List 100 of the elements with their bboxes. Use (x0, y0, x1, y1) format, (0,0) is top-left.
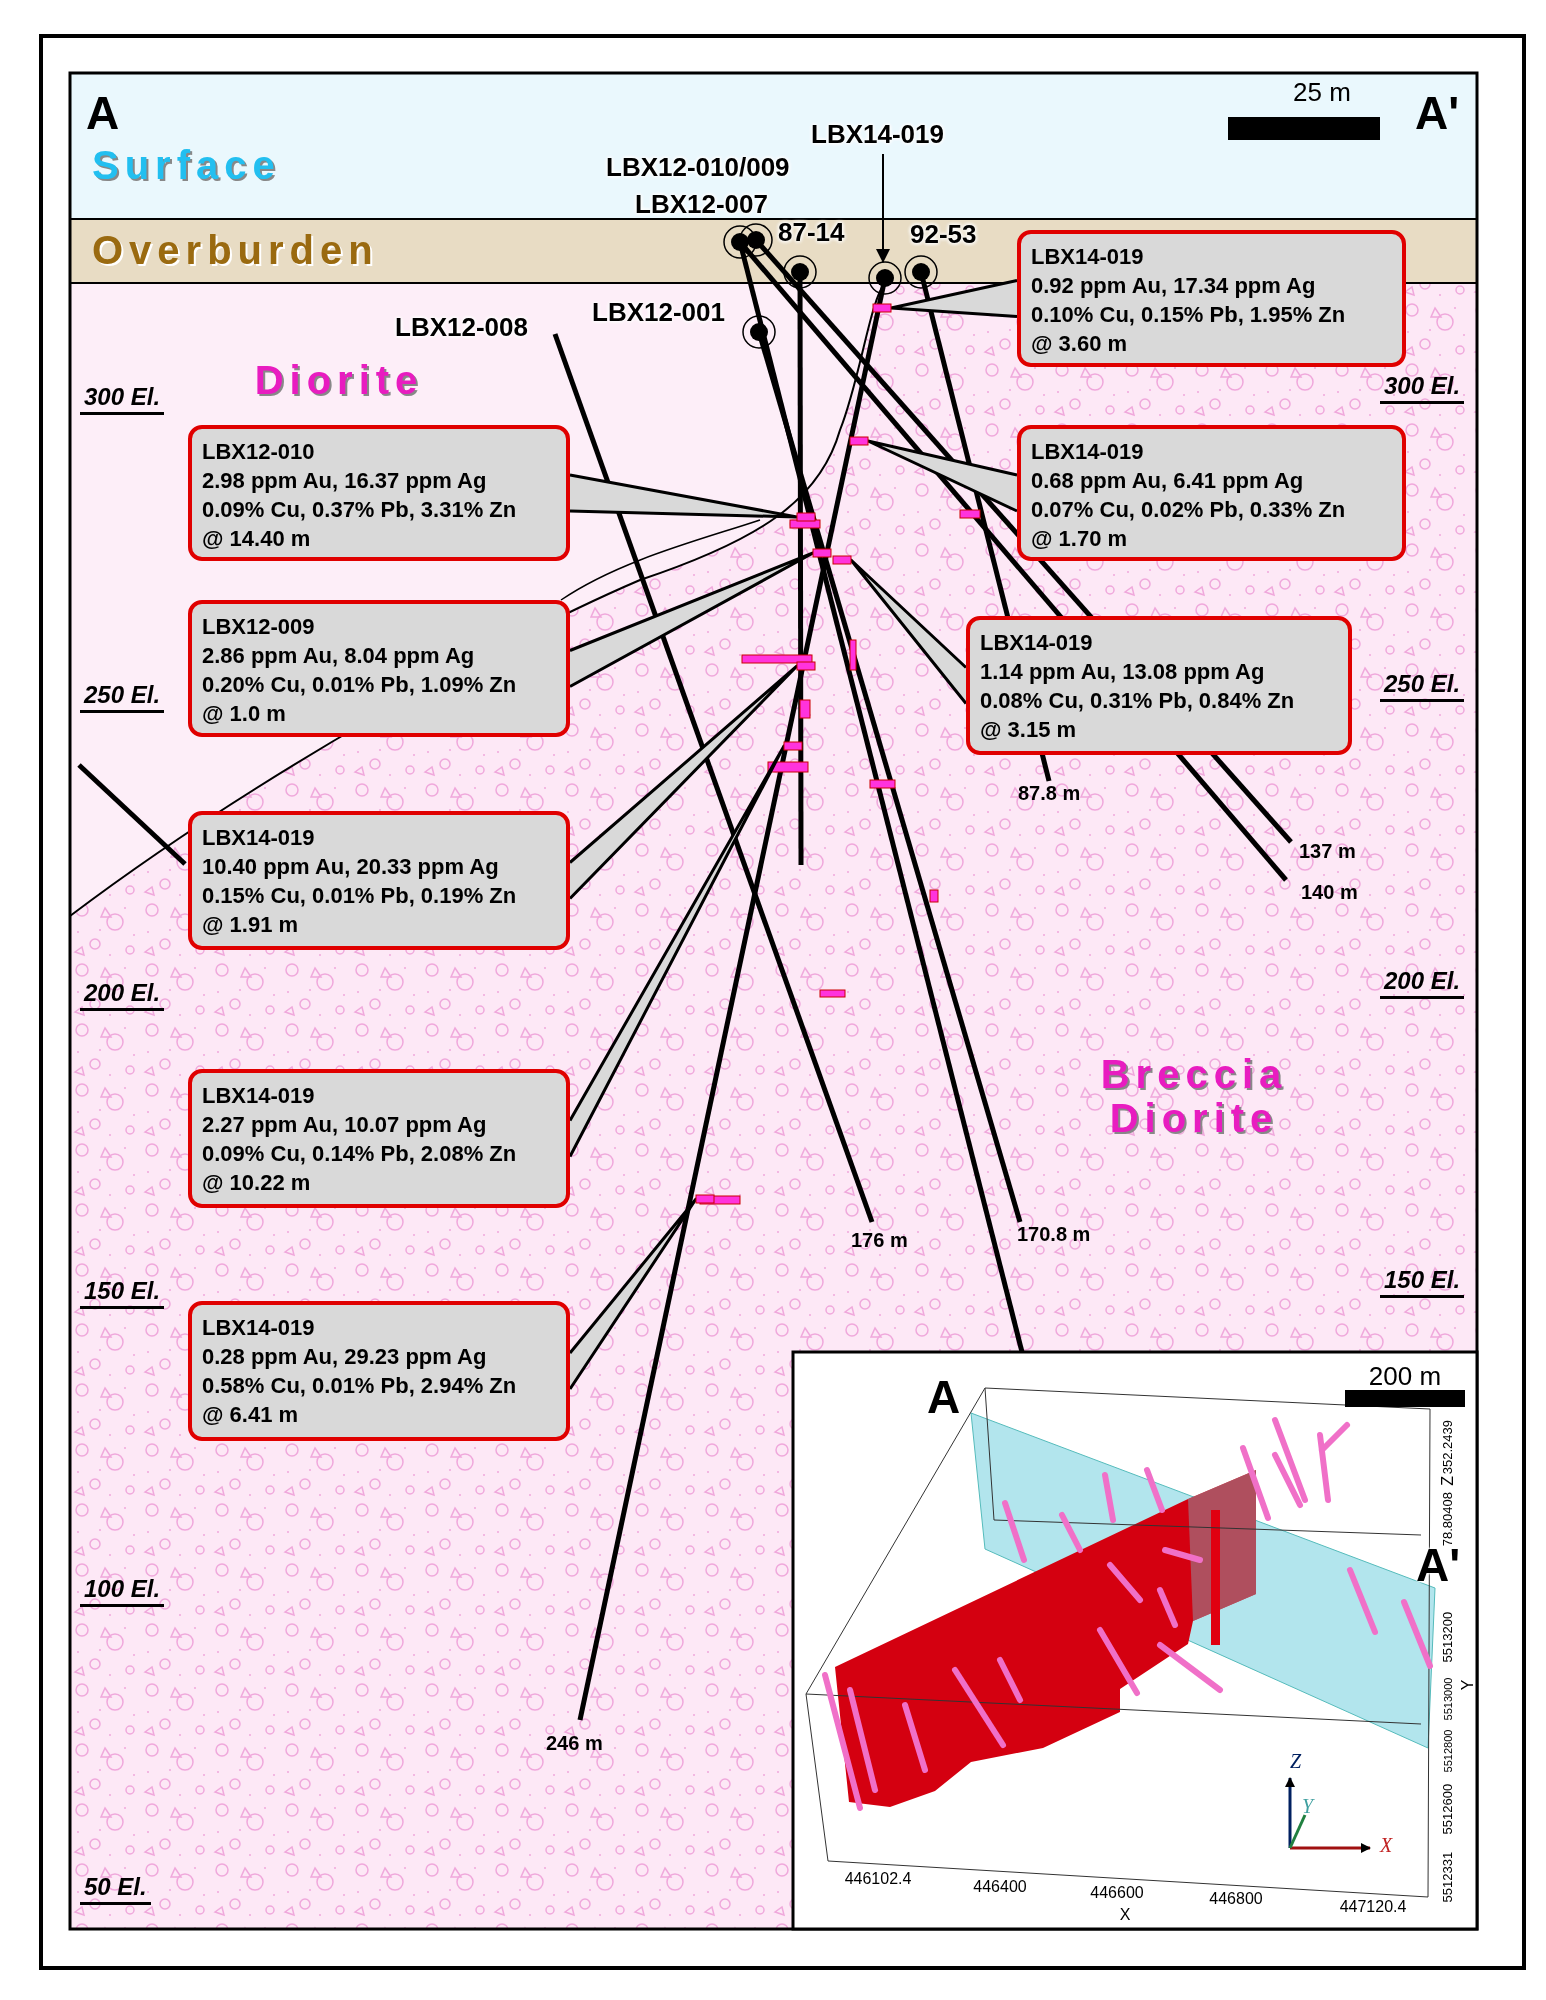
assay-bar (796, 512, 816, 522)
depth-label: 137 m (1299, 840, 1356, 862)
assay-text: 0.09% Cu, 0.37% Pb, 3.31% Zn (202, 496, 518, 524)
hole-id: LBX14-019 (1031, 243, 1145, 271)
scale-label: 25 m (1293, 78, 1351, 107)
elevation-label: 250 El. (1380, 671, 1465, 703)
callout-box (188, 1069, 570, 1208)
assay-text: @ 10.22 m (202, 1169, 312, 1197)
callout-pointer (849, 558, 968, 705)
section-letter: A (927, 1372, 961, 1423)
depth-label: 176 m (851, 1229, 908, 1251)
assay-text: 0.92 ppm Au, 17.34 ppm Ag (1031, 272, 1317, 300)
hole-id: LBX14-019 (202, 1082, 316, 1110)
callout-box (188, 600, 570, 737)
axis-label: Y (1302, 1795, 1314, 1817)
elevation-label: 150 El. (1380, 1267, 1465, 1299)
hole-id: LBX14-019 (202, 1314, 316, 1342)
assay-text: @ 1.91 m (202, 911, 300, 939)
section-letter: A (86, 88, 120, 139)
depth-label: 170.8 m (1017, 1223, 1091, 1245)
callout-pointer (889, 279, 1019, 318)
axis-label: X (1119, 1906, 1131, 1924)
axis-tick-label: 5512800 (1441, 1729, 1455, 1773)
assay-text: 0.09% Cu, 0.14% Pb, 2.08% Zn (202, 1140, 518, 1168)
callout-pointer (866, 439, 1019, 513)
drill-collar-icon (868, 261, 902, 295)
assay-text: 0.08% Cu, 0.31% Pb, 0.84% Zn (980, 687, 1296, 715)
axis-label: Y (1459, 1679, 1477, 1691)
axis-label: X (1380, 1834, 1393, 1856)
callout-pointer (568, 1197, 698, 1391)
assay-bar (783, 741, 803, 751)
assay-text: 0.28 ppm Au, 29.23 ppm Ag (202, 1343, 488, 1371)
hole-id: LBX14-019 (1031, 438, 1145, 466)
axis-tick-label: 446400 (973, 1878, 1027, 1896)
axis-label: Z (1439, 1475, 1457, 1486)
callout-pointer (568, 664, 799, 900)
elevation-label: 100 El. (80, 1576, 165, 1608)
assay-bar (849, 436, 869, 446)
assay-text: 0.07% Cu, 0.02% Pb, 0.33% Zn (1031, 496, 1347, 524)
layer-label: Surface (92, 143, 281, 187)
assay-text: 10.40 ppm Au, 20.33 ppm Ag (202, 853, 500, 881)
assay-text: 0.58% Cu, 0.01% Pb, 2.94% Zn (202, 1372, 518, 1400)
elevation-label: 300 El. (80, 384, 165, 416)
assay-text: 0.10% Cu, 0.15% Pb, 1.95% Zn (1031, 301, 1347, 329)
assay-text: @ 1.0 m (202, 700, 287, 728)
hole-label: 87-14 (778, 218, 845, 247)
assay-text: 0.15% Cu, 0.01% Pb, 0.19% Zn (202, 882, 518, 910)
section-letter: A' (1415, 88, 1460, 139)
assay-text: 2.98 ppm Au, 16.37 ppm Ag (202, 467, 488, 495)
hole-label: 92-53 (910, 220, 977, 249)
elevation-label: 300 El. (1380, 373, 1465, 405)
elevation-label: 50 El. (80, 1874, 151, 1906)
hole-label: LBX12-008 (395, 313, 528, 342)
hole-id: LBX14-019 (202, 824, 316, 852)
scale-label: 200 m (1368, 1362, 1442, 1391)
layer-label: Overburden (92, 228, 379, 272)
axis-tick-label: 5513200 (1440, 1611, 1456, 1663)
elevation-label: 200 El. (1380, 968, 1465, 1000)
axis-tick-label: 5512600 (1440, 1783, 1456, 1835)
assay-text: 2.27 ppm Au, 10.07 ppm Ag (202, 1111, 488, 1139)
assay-bar (812, 548, 832, 558)
callout-box (1017, 230, 1406, 367)
axis-tick-label: 447120.4 (1339, 1898, 1407, 1916)
arrow (876, 153, 890, 263)
depth-label: 140 m (1301, 881, 1358, 903)
assay-bar (872, 303, 892, 313)
hole-id: LBX12-009 (202, 613, 316, 641)
depth-label: 246 m (546, 1732, 603, 1754)
elevation-label: 150 El. (80, 1278, 165, 1310)
assay-text: @ 3.15 m (980, 716, 1078, 744)
axis-tick-label: 352.2439 (1440, 1420, 1456, 1475)
assay-text: @ 14.40 m (202, 525, 312, 553)
axis-tick-label: 5512331 (1440, 1851, 1456, 1903)
axis-tick-label: 446600 (1090, 1884, 1144, 1902)
elevation-label: 200 El. (80, 980, 165, 1012)
assay-text: 2.86 ppm Au, 8.04 ppm Ag (202, 642, 476, 670)
depth-label: 87.8 m (1018, 782, 1081, 804)
assay-text: 1.14 ppm Au, 13.08 ppm Ag (980, 658, 1266, 686)
axis-tick-label: 78.80408 (1440, 1492, 1456, 1547)
callout-box (188, 425, 570, 561)
assay-text: 0.20% Cu, 0.01% Pb, 1.09% Zn (202, 671, 518, 699)
assay-text: @ 1.70 m (1031, 525, 1129, 553)
rock-label: Diorite (253, 358, 425, 402)
axis-tick-label: 446102.4 (844, 1870, 912, 1888)
hole-label: LBX12-010/009 (606, 153, 790, 182)
assay-bar (832, 555, 852, 565)
callout-pointer (568, 551, 815, 688)
assay-text: 0.68 ppm Au, 6.41 ppm Ag (1031, 467, 1305, 495)
callout-box (188, 811, 570, 950)
hole-label: LBX12-001 (592, 298, 725, 327)
hole-label: LBX12-007 (635, 190, 768, 219)
axis-tick-label: 446800 (1209, 1890, 1263, 1908)
axis-tick-label: 5513000 (1441, 1677, 1455, 1721)
assay-text: @ 6.41 m (202, 1401, 300, 1429)
rock-label: Breccia Diorite (1099, 1052, 1289, 1140)
callout-pointer (568, 473, 799, 519)
elevation-label: 250 El. (80, 682, 165, 714)
assay-bar (695, 1194, 715, 1204)
assay-text: @ 3.60 m (1031, 330, 1129, 358)
axis-label: Z (1290, 1750, 1302, 1772)
